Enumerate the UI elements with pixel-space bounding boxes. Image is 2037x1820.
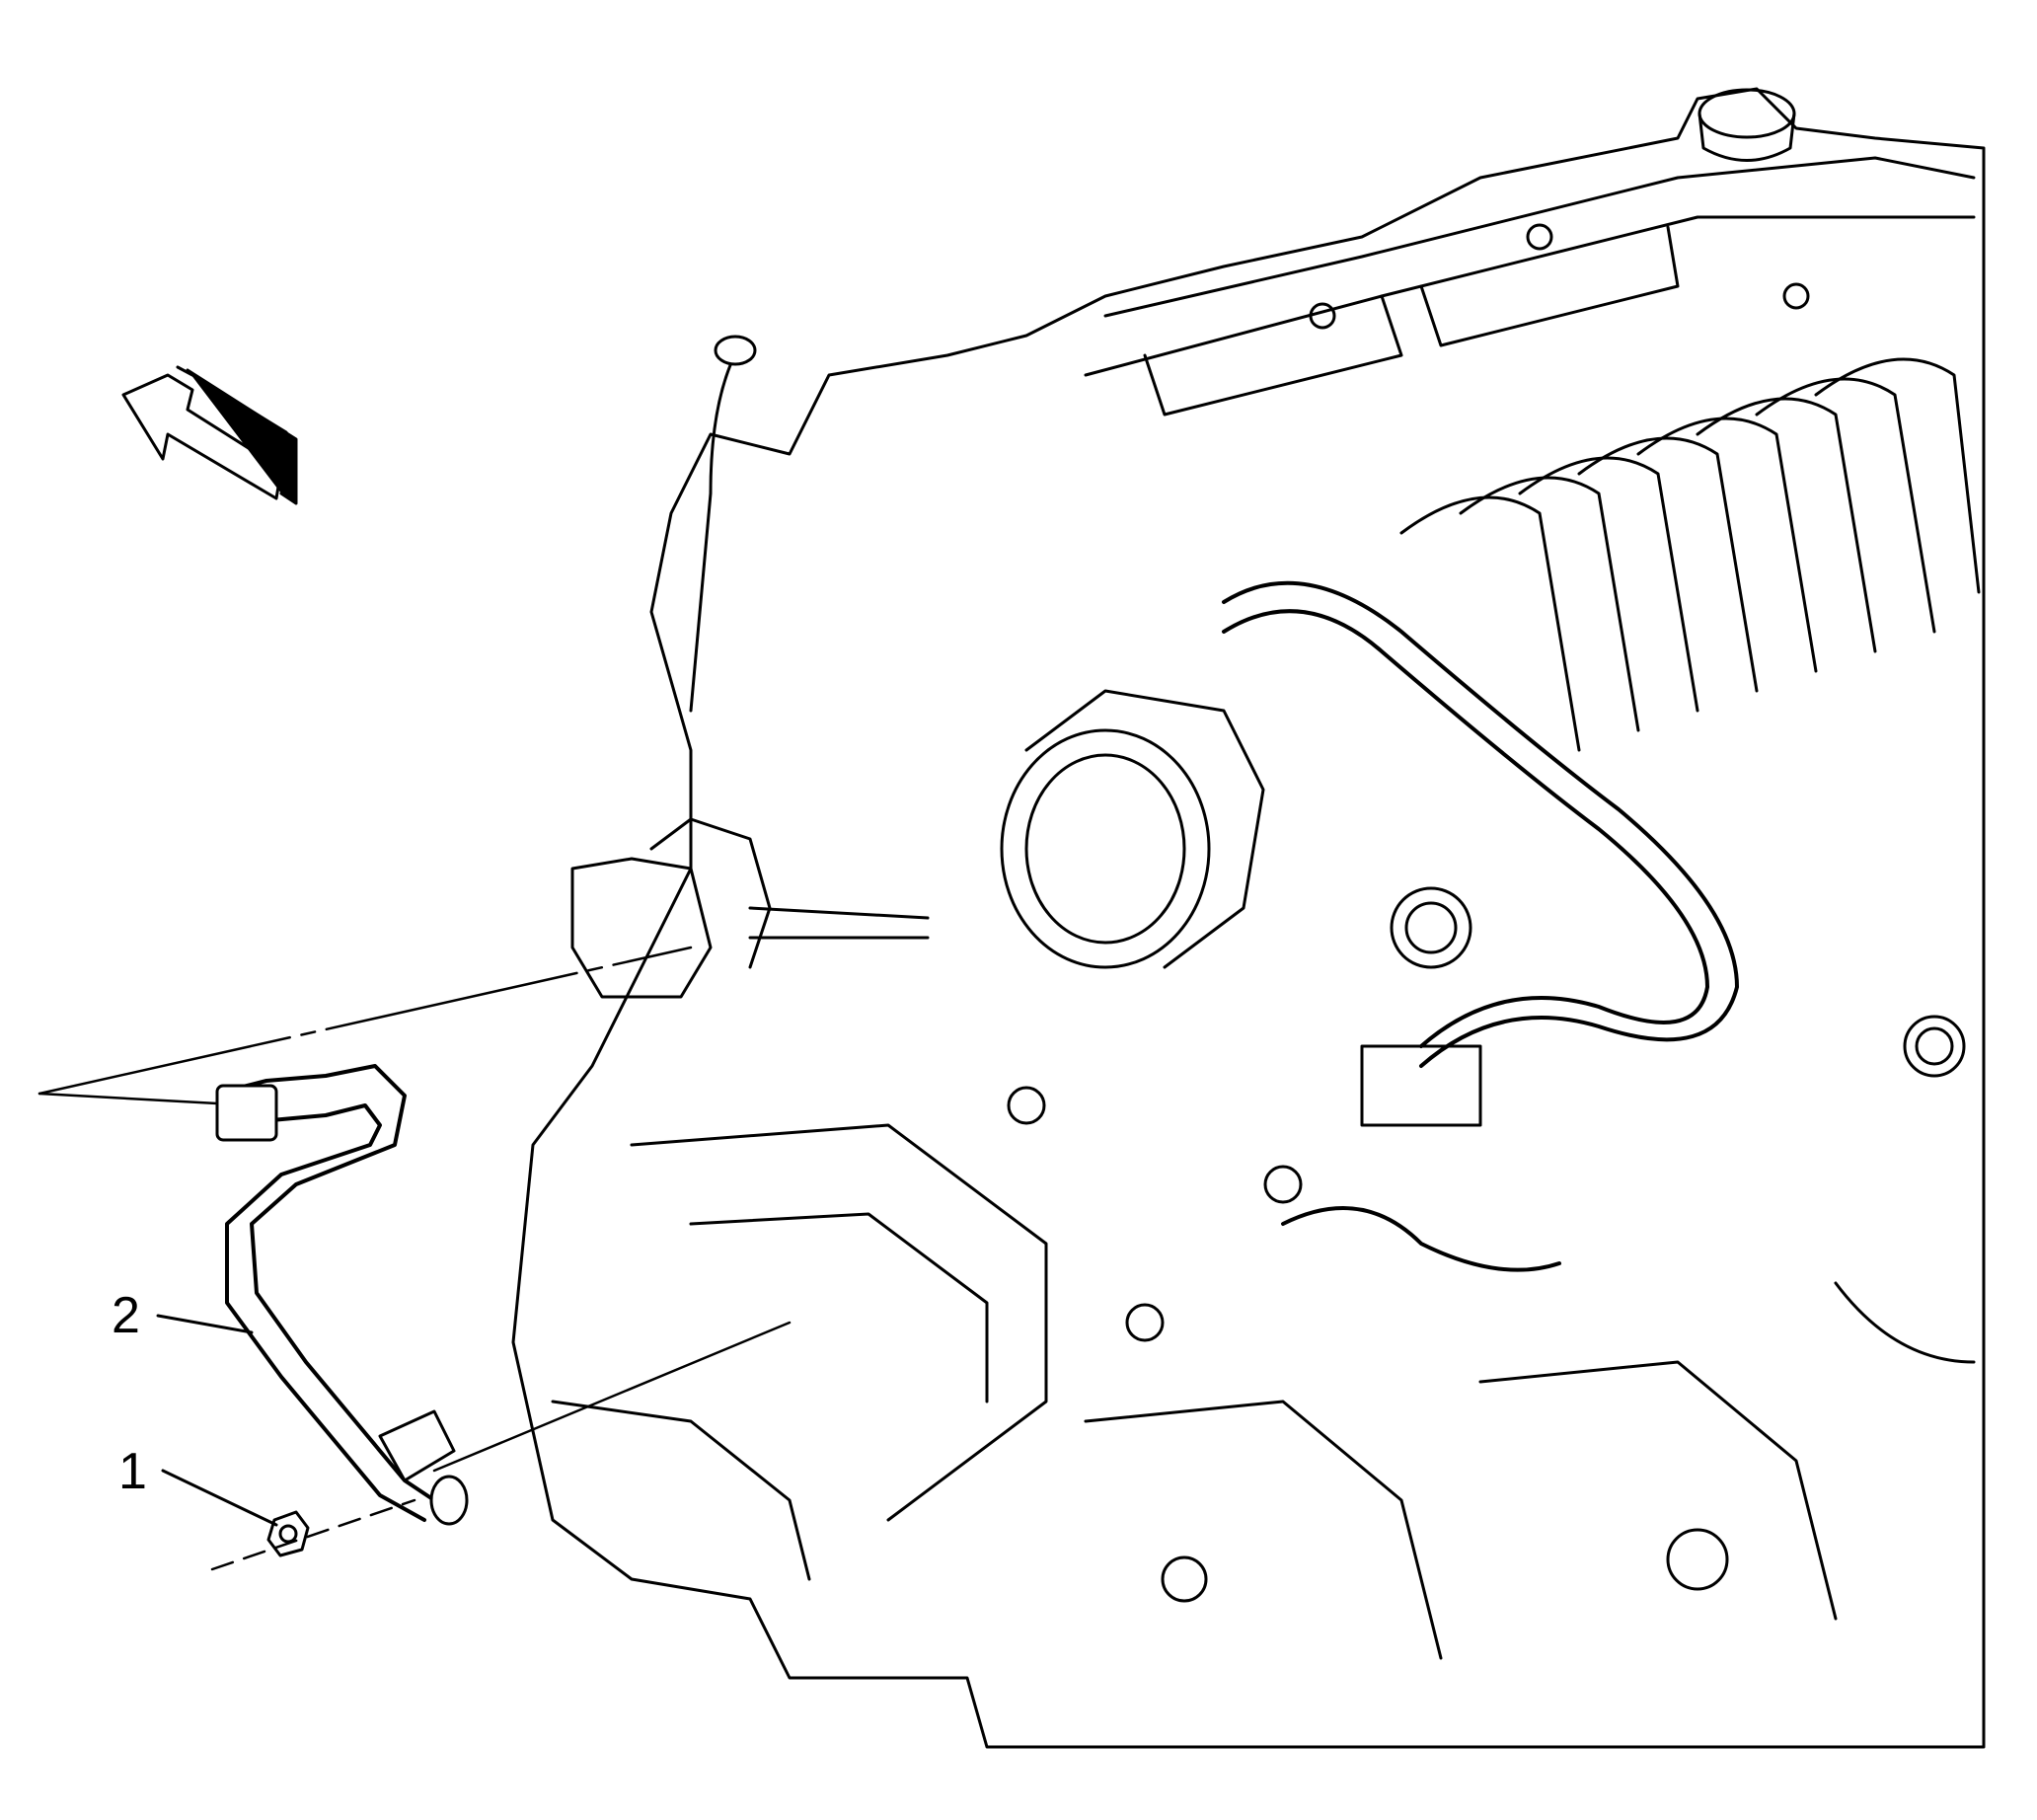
- coolant-pipe-part-2: [215, 1064, 469, 1526]
- callout-leaders: [156, 1314, 278, 1527]
- engine-assembly: [511, 87, 1986, 1749]
- nut-part-1: [266, 1510, 310, 1557]
- callout-1-leader: [161, 1469, 278, 1527]
- callout-1-label: 1: [118, 1443, 147, 1500]
- callout-2-label: 2: [112, 1287, 140, 1344]
- alignment-lines: [38, 946, 792, 1571]
- front-direction-arrow-icon: [121, 365, 298, 505]
- callout-2-leader: [156, 1314, 254, 1334]
